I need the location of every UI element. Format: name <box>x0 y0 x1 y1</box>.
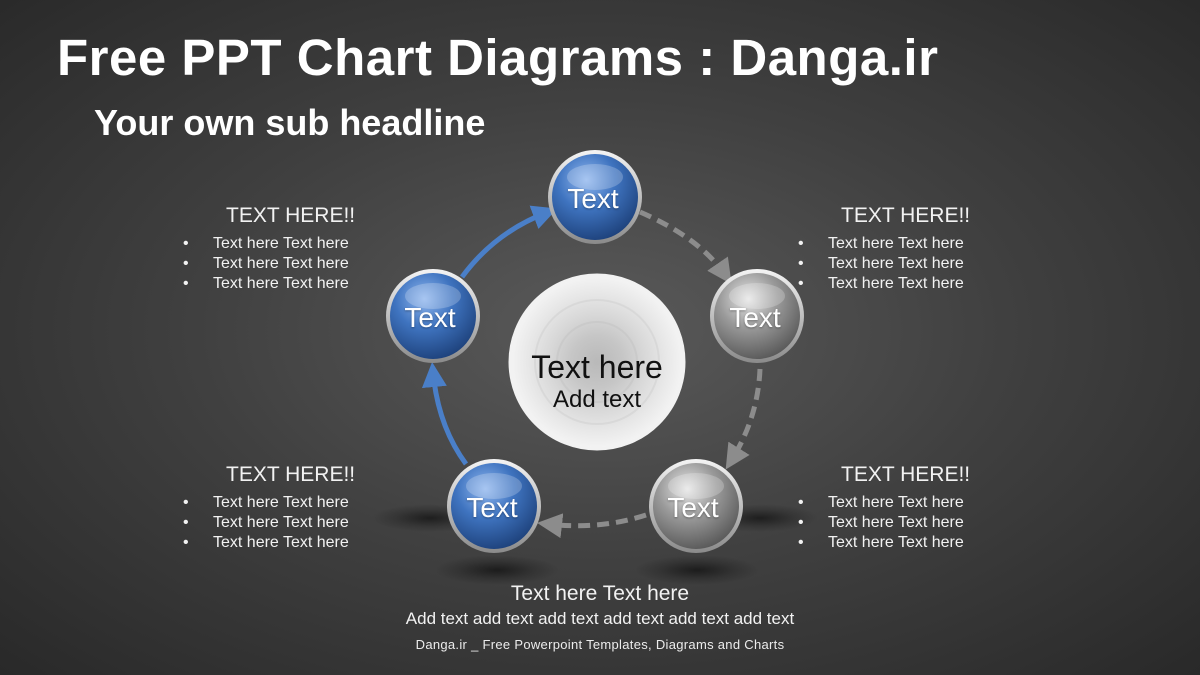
page-title: Free PPT Chart Diagrams : Danga.ir <box>57 29 939 86</box>
footer-text: Danga.ir _ Free Powerpoint Templates, Di… <box>415 637 785 652</box>
bullet-item: Text here Text here <box>183 234 441 254</box>
bullet-item: Text here Text here <box>798 533 1056 553</box>
text-block-bottom-right: TEXT HERE!! Text here Text here Text her… <box>796 463 1056 553</box>
bottom-sub-text: Add text add text add text add text add … <box>405 609 795 628</box>
arrow-bottom-left-to-left <box>421 362 469 466</box>
node-right <box>710 269 804 363</box>
bullet-item: Text here Text here <box>798 513 1056 533</box>
text-block-top-left: TEXT HERE!! Text here Text here Text her… <box>181 204 441 294</box>
block-title: TEXT HERE!! <box>841 204 971 227</box>
node-right-label: Text <box>729 302 781 333</box>
text-block-top-right: TEXT HERE!! Text here Text here Text her… <box>796 204 1056 294</box>
block-title: TEXT HERE!! <box>841 463 971 486</box>
page-subtitle: Your own sub headline <box>94 102 486 143</box>
text-block-bottom-left: TEXT HERE!! Text here Text here Text her… <box>181 463 441 553</box>
node-shadow <box>635 555 759 585</box>
node-bottom-left <box>447 459 541 553</box>
bottom-main-text: Text here Text here <box>510 582 690 605</box>
bullet-item: Text here Text here <box>183 254 441 274</box>
bullet-list: Text here Text here Text here Text here … <box>796 234 1056 294</box>
center-sub-text: Add text <box>552 386 642 413</box>
bullet-item: Text here Text here <box>183 533 441 553</box>
bullet-list: Text here Text here Text here Text here … <box>181 493 441 553</box>
bullet-item: Text here Text here <box>798 493 1056 513</box>
center-ring <box>556 321 638 403</box>
node-top <box>548 150 642 244</box>
node-bottom-left-label: Text <box>466 492 518 523</box>
arrow-top-to-right <box>639 209 732 285</box>
center-ring <box>534 299 660 425</box>
arrow-right-to-bottom-right <box>725 368 763 470</box>
node-left-label: Text <box>404 302 456 333</box>
bullet-list: Text here Text here Text here Text here … <box>181 234 441 294</box>
arrow-left-to-top <box>459 205 558 279</box>
center-main-text: Text here <box>531 349 663 385</box>
bullet-item: Text here Text here <box>183 493 441 513</box>
node-top-label: Text <box>567 183 619 214</box>
bullet-item: Text here Text here <box>183 513 441 533</box>
node-bottom-right <box>649 459 743 553</box>
center-text: Text here Add text <box>531 349 663 415</box>
bullet-item: Text here Text here <box>798 254 1056 274</box>
bullet-item: Text here Text here <box>798 274 1056 294</box>
bullet-list: Text here Text here Text here Text here … <box>796 493 1056 553</box>
bullet-item: Text here Text here <box>183 274 441 294</box>
node-shadow <box>435 555 559 585</box>
block-title: TEXT HERE!! <box>226 204 356 227</box>
node-bottom-right-label: Text <box>667 492 719 523</box>
bullet-item: Text here Text here <box>798 234 1056 254</box>
arrow-bottom-right-to-bottom-left <box>537 512 647 539</box>
block-title: TEXT HERE!! <box>226 463 356 486</box>
